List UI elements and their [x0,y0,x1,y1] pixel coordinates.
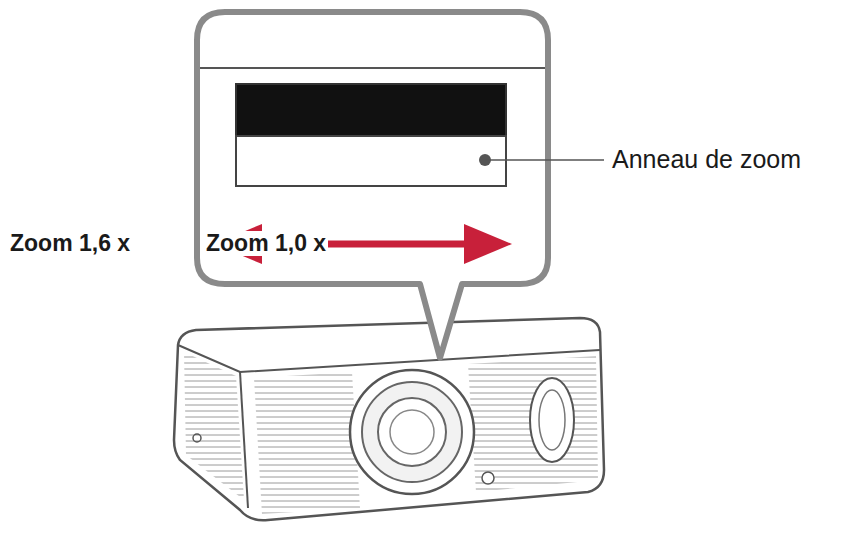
lens-barrel [236,84,506,136]
projector-body [174,318,604,520]
leader-line [485,159,604,161]
callout-bubble [197,12,548,358]
zoom-ring [236,136,506,186]
lens-top-edge [200,67,545,69]
zoom-label: Zoom 1,0 x [204,231,328,256]
side-vent [530,378,574,462]
lens [350,370,474,494]
part-label: Anneau de zoom [612,146,801,174]
zoom-label: Zoom 1,6 x [10,231,130,256]
